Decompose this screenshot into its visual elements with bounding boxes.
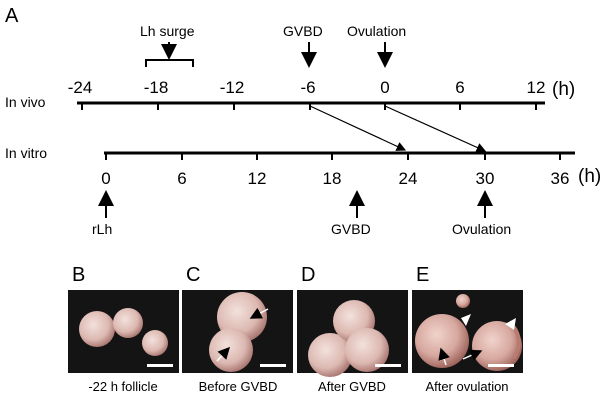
in-vitro-tick-label: 12 [248,169,267,188]
germinal-vesicle-arrow [249,307,269,319]
arrowhead-marker [505,318,516,330]
in-vivo-tick-label: -12 [220,78,245,97]
germinal-vesicle-arrow [216,346,231,362]
in-vivo-gvbd-label: GVBD [283,23,323,39]
in-vivo-tick-label: 6 [455,78,464,97]
caption-c: Before GVBD [199,379,278,394]
panel-label-d: D [301,264,315,286]
oocyte [472,321,522,371]
oocyte-fragment [456,294,470,308]
lh-surge-label: Lh surge [140,23,195,39]
in-vitro-tick-label: 18 [323,169,342,188]
rlh-label: rLh [92,221,112,237]
oocyte-arrow [462,349,483,361]
in-vitro-unit: (h) [578,166,601,187]
caption-b: -22 h follicle [88,379,157,394]
scale-bar [375,364,401,367]
in-vivo-tick-label: 0 [380,78,389,97]
lh-surge-bracket [145,59,194,67]
in-vitro-ovulation-label: Ovulation [452,221,511,237]
photo-b [68,290,179,373]
scale-bar [488,364,514,367]
in-vivo-tick-label: -6 [300,78,315,97]
oocyte [209,328,253,372]
in-vitro-tick-label: 0 [101,169,110,188]
in-vivo-ovulation-label: Ovulation [347,23,406,39]
in-vitro-tick-label: 24 [399,169,418,188]
scale-bar [260,364,286,367]
panel-label-e: E [416,264,429,286]
caption-d: After GVBD [318,379,386,394]
in-vivo-label: In vivo [5,94,46,110]
photo-d [297,290,408,377]
follicle-remnant [511,324,521,359]
in-vitro-ticks [105,153,561,160]
in-vivo-unit: (h) [552,79,575,100]
caption-e: After ovulation [425,379,508,394]
in-vitro-tick-label: 36 [551,169,570,188]
in-vitro-tick-label: 6 [177,169,186,188]
panel-label-a: A [5,5,19,27]
follicle [142,330,168,356]
oocyte [415,314,469,368]
follicle [79,311,115,347]
follicle [113,308,143,338]
oocyte [345,328,389,372]
in-vivo-tick-label: -18 [144,78,169,97]
in-vitro-tick-label: 30 [476,169,495,188]
photo-e [412,290,523,373]
in-vitro-gvbd-label: GVBD [331,221,371,237]
in-vitro-label: In vitro [5,145,47,161]
panel-label-c: C [186,264,200,286]
oocyte [308,333,352,377]
gvbd-mapping-arrow [309,105,407,151]
in-vivo-tick-label: -24 [68,78,93,97]
oocyte-arrow [438,347,450,366]
arrowhead-marker [461,314,471,326]
in-vivo-tick-label: 12 [527,78,546,97]
ovulation-mapping-arrow [384,105,487,152]
scale-bar [147,364,173,367]
photo-c [182,290,293,373]
panel-label-b: B [72,264,85,286]
